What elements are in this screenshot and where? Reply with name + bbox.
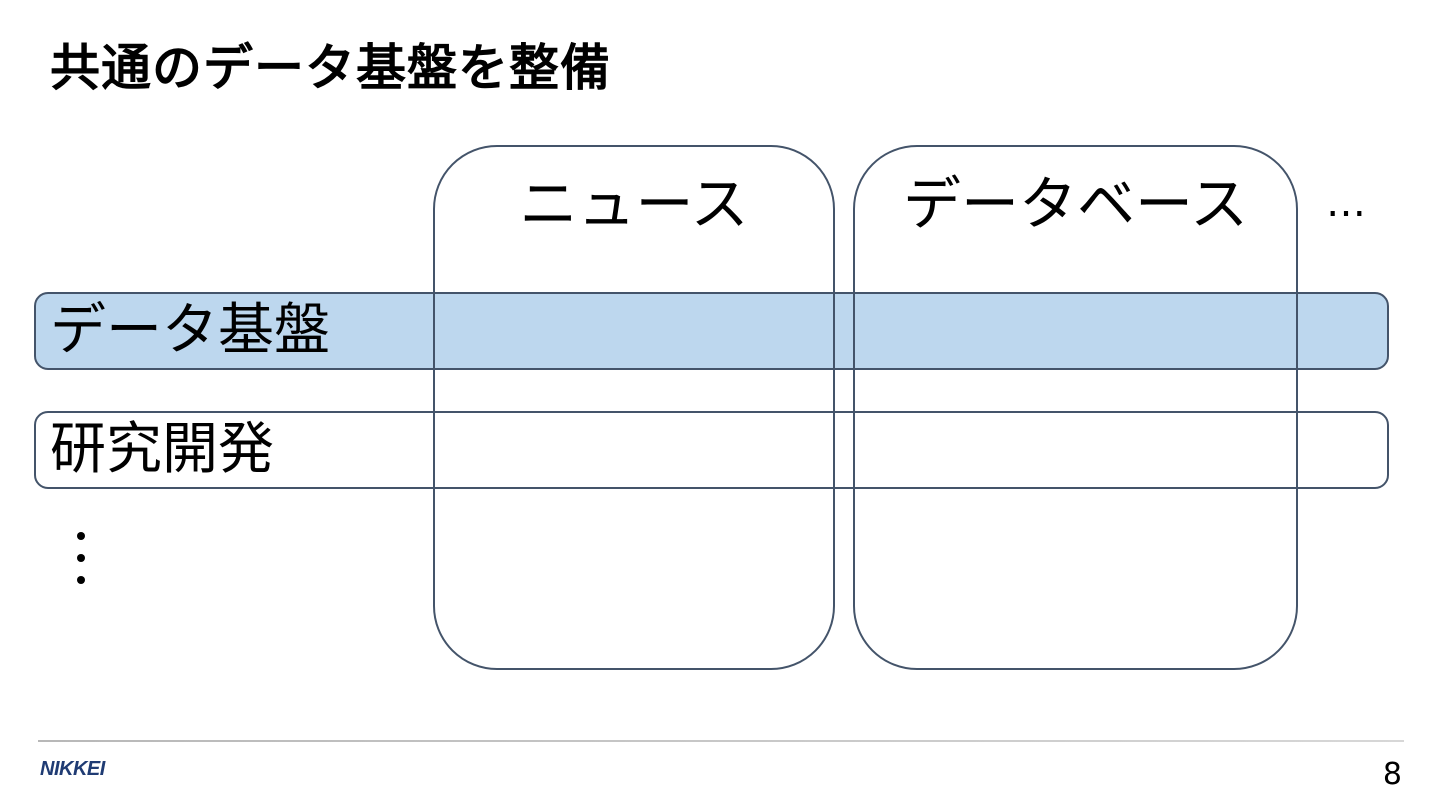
page-number: 8: [1382, 757, 1402, 792]
column-label-news: ニュース: [519, 170, 749, 238]
nikkei-logo: NIKKEI: [40, 758, 105, 780]
row-label-research-development: 研究開発: [50, 417, 274, 482]
footer-divider: [38, 740, 1404, 742]
page-title: 共通のデータ基盤を整備: [50, 39, 611, 97]
column-label-database: データベース: [902, 170, 1249, 238]
row-label-data-platform: データ基盤: [50, 298, 330, 363]
column-box-database: [853, 145, 1298, 670]
row-band-research-development: [34, 411, 1389, 489]
columns-more-ellipsis: …: [1326, 180, 1366, 226]
row-band-data-platform: [34, 292, 1389, 370]
rows-more-ellipsis: [74, 528, 88, 588]
column-box-news: [433, 145, 835, 670]
